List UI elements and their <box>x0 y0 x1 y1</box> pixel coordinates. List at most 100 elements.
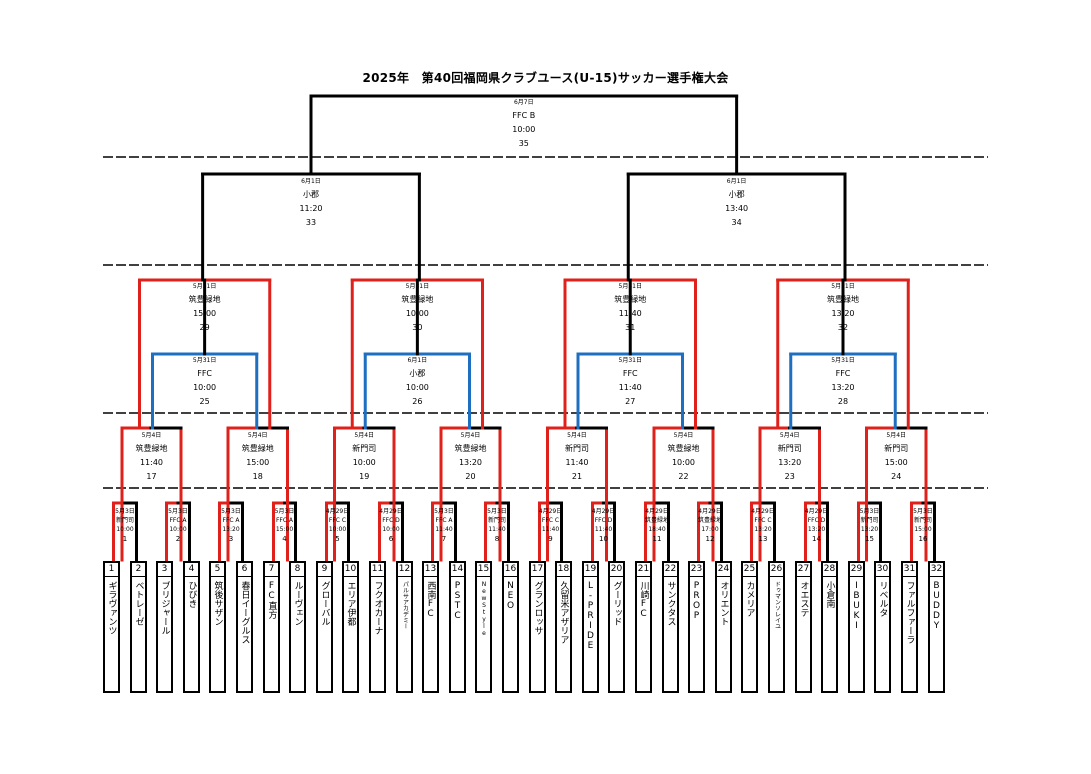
match-num: 17 <box>146 472 157 481</box>
match-time: 10:00 <box>671 458 696 467</box>
match-time: 13:20 <box>754 526 772 533</box>
match-time: 10:00 <box>405 383 429 392</box>
match-date: 5月3日 <box>168 508 188 515</box>
match-num: 33 <box>305 218 317 227</box>
match-date: 5月31日 <box>405 283 430 290</box>
match-venue: 新門司 <box>860 517 879 524</box>
match-time: 10:00 <box>328 526 347 533</box>
match-time: 18:40 <box>648 526 666 533</box>
team-name: 西南FC <box>425 581 436 619</box>
team-seed: 1 <box>105 563 118 577</box>
team-name: ひびき <box>186 581 197 608</box>
team-seed: 10 <box>344 563 357 577</box>
match-num: 8 <box>494 535 500 543</box>
team-box: 11 フクオカーナ <box>369 561 386 693</box>
match-num: 1 <box>122 535 128 543</box>
match-venue: 新門司 <box>115 517 134 524</box>
match-venue: 新門司 <box>352 444 377 453</box>
match-venue: 小郡 <box>728 190 745 199</box>
team-seed: 7 <box>265 563 278 577</box>
team-seed: 12 <box>398 563 411 577</box>
match-venue: 小郡 <box>409 369 426 378</box>
match-date: 5月3日 <box>859 508 880 515</box>
team-name: ドゥマンソレイユ <box>773 581 781 629</box>
team-seed: 11 <box>371 563 384 577</box>
match-time: 17:00 <box>701 526 719 533</box>
team-name: IBUKI <box>851 581 862 631</box>
match-venue: FFC C <box>754 517 772 524</box>
match-num: 14 <box>812 535 821 543</box>
team-seed: 24 <box>717 563 730 577</box>
team-seed: 30 <box>876 563 889 577</box>
team-name: ギラヴァンツ <box>106 581 117 635</box>
team-name: NewStyle <box>480 581 488 637</box>
team-name: NEO <box>505 581 516 611</box>
match-num: 6 <box>388 535 394 543</box>
match-time: 11:20 <box>299 204 323 213</box>
match-venue: FFC A <box>435 517 453 524</box>
match-num: 3 <box>228 535 234 543</box>
match-time: 11:40 <box>618 383 642 392</box>
team-seed: 19 <box>584 563 597 577</box>
team-name: 小倉南 <box>824 581 835 608</box>
team-name: 久留米アザリア <box>558 581 569 644</box>
match-date: 5月4日 <box>567 432 587 439</box>
match-venue: 筑豊緑地 <box>135 444 168 453</box>
match-date: 5月4日 <box>247 432 268 439</box>
team-seed: 3 <box>158 563 171 577</box>
match-num: 2 <box>175 535 181 543</box>
match-num: 22 <box>678 472 689 481</box>
match-date: 5月4日 <box>141 432 162 439</box>
match-venue: FFC C <box>328 517 347 524</box>
team-seed: 4 <box>185 563 198 577</box>
match-venue: 筑豊緑地 <box>241 444 274 453</box>
page-title: 2025年 第40回福岡県クラブユース(U-15)サッカー選手権大会 <box>362 71 729 85</box>
match-num: 23 <box>784 472 795 481</box>
team-name: オエステ <box>798 581 809 617</box>
team-name: グローバル <box>319 581 330 626</box>
match-date: 4月29日 <box>325 508 350 515</box>
team-box: 1 ギラヴァンツ <box>103 561 120 693</box>
match-date: 5月3日 <box>487 508 507 515</box>
match-venue: 筑豊緑地 <box>454 444 487 453</box>
match-date: 5月4日 <box>886 432 907 439</box>
match-date: 4月29日 <box>538 508 563 515</box>
team-name: フクオカーナ <box>372 581 383 635</box>
match-date: 4月29日 <box>379 508 403 515</box>
match-time: 13:20 <box>860 526 879 533</box>
match-num: 24 <box>891 472 902 481</box>
match-num: 12 <box>705 535 715 543</box>
match-venue: FFC <box>835 369 851 378</box>
match-time: 15:00 <box>246 458 270 467</box>
match-date: 5月4日 <box>354 432 375 439</box>
match-date: 5月31日 <box>618 283 642 290</box>
team-name: グランロッサ <box>532 581 543 635</box>
